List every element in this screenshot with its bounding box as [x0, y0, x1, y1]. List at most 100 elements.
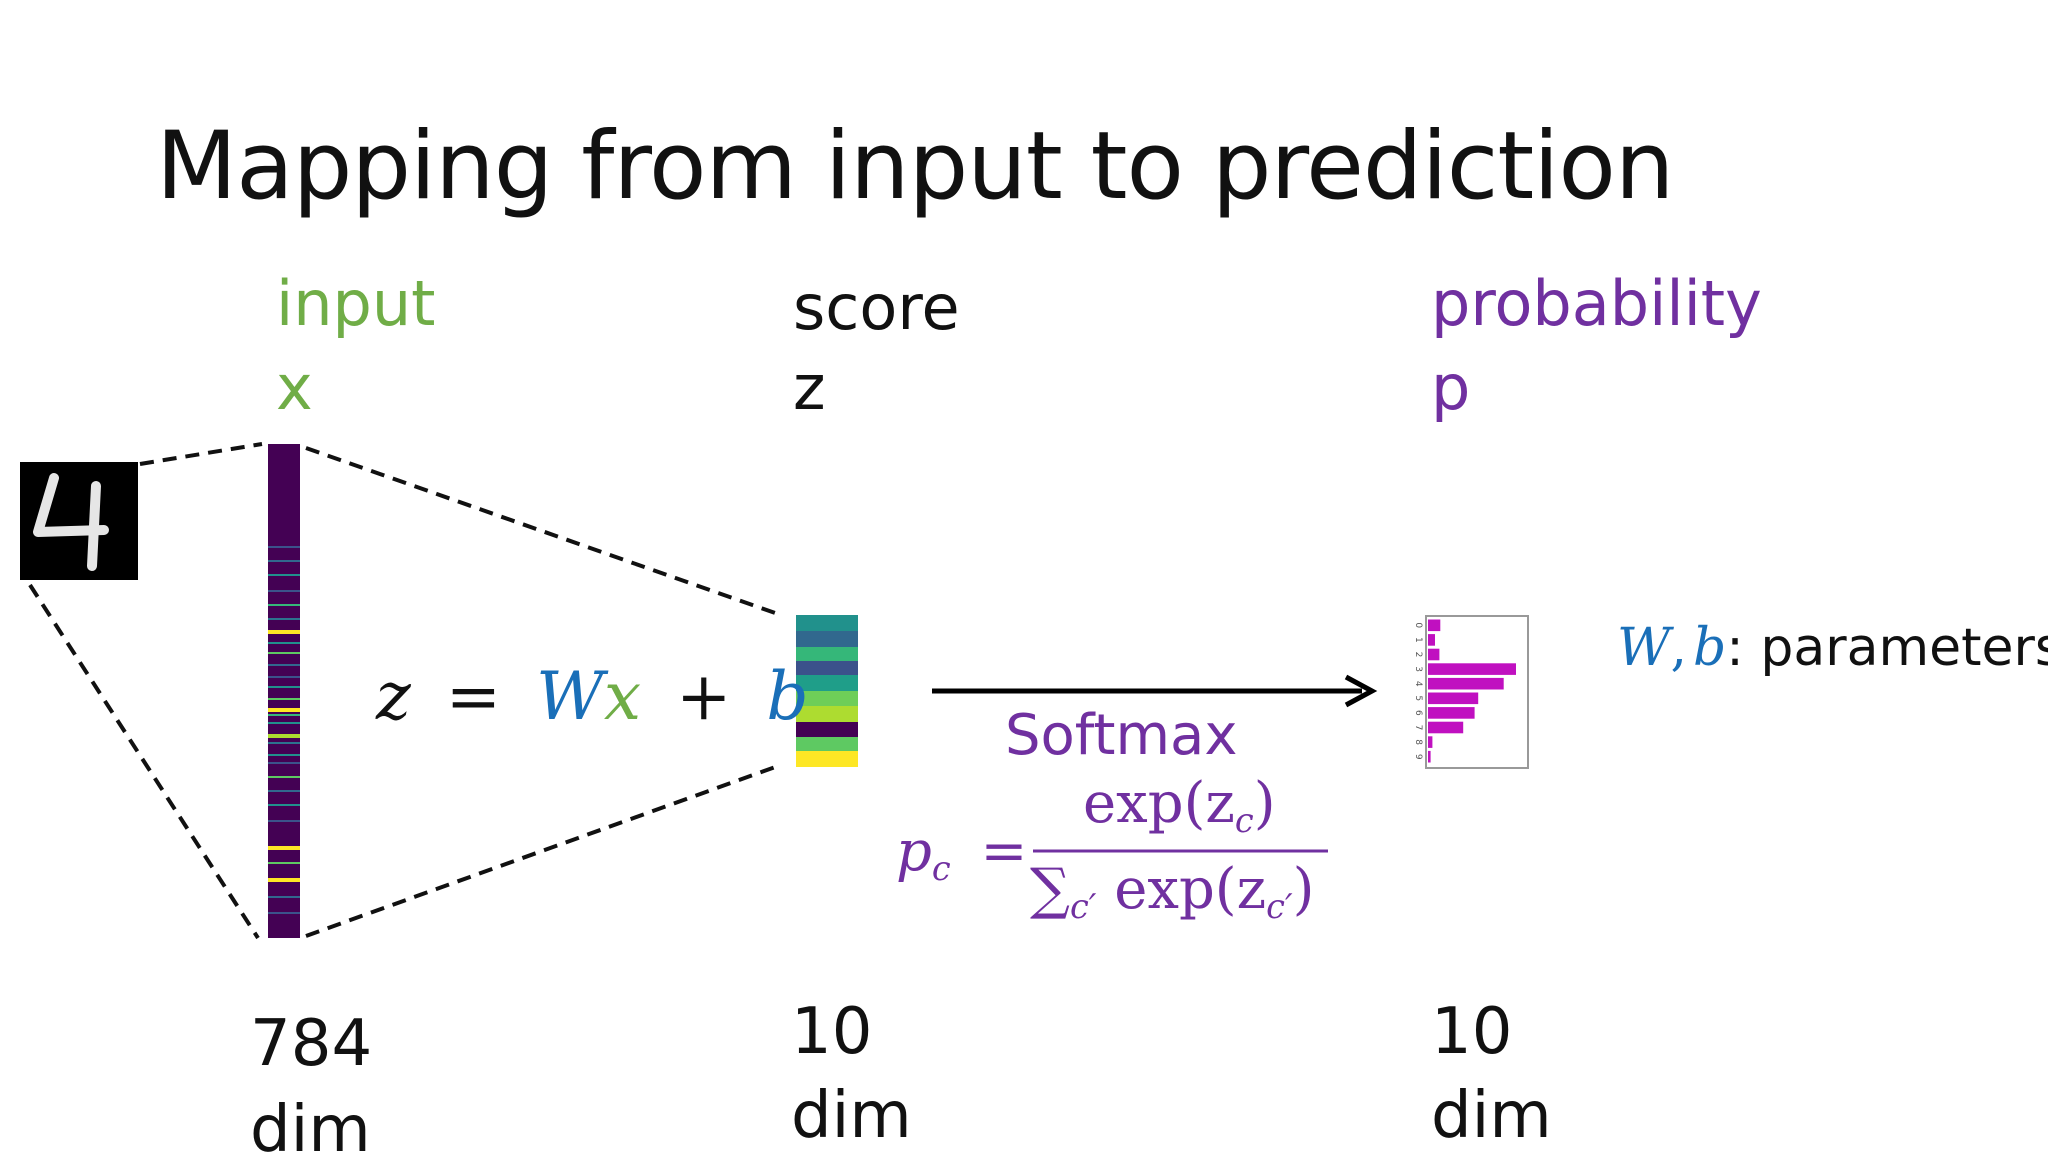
strip-stripe: [268, 546, 300, 548]
softmax-p: p: [896, 819, 932, 884]
probability-tick-label: 7: [1413, 725, 1423, 731]
eq-W: W: [536, 658, 604, 735]
softmax-p-sub: c: [931, 849, 951, 889]
numerator-close: ): [1253, 771, 1276, 836]
param-W: W: [1617, 618, 1671, 678]
strip-stripe: [268, 722, 300, 724]
strip-stripe: [268, 630, 300, 634]
score-dim-unit: dim: [791, 1079, 912, 1153]
probability-tick-label: 3: [1413, 666, 1423, 672]
probability-dim-size: 10: [1431, 995, 1513, 1069]
probability-tick-label: 2: [1413, 652, 1423, 658]
probability-bar: [1428, 648, 1440, 661]
strip-stripe: [268, 574, 300, 576]
probability-bar: [1428, 707, 1475, 719]
strip-stripe: [268, 762, 300, 764]
denominator-exp: exp(z: [1114, 857, 1267, 922]
denominator-sub: c′: [1266, 887, 1293, 927]
denominator-sum-sub: c′: [1069, 887, 1097, 927]
probability-chart: 0 1 2 3 4 5 6 7 8 9: [1413, 615, 1529, 769]
softmax-numerator: exp(zc): [1083, 776, 1276, 838]
dashed-line: [305, 446, 779, 616]
strip-stripe: [268, 776, 300, 778]
input-vector-strip: [268, 444, 300, 938]
denominator-sum: ∑: [1030, 857, 1070, 922]
strip-stripe: [268, 708, 300, 712]
probability-symbol: p: [1431, 351, 1471, 424]
strip-stripe: [268, 862, 300, 864]
probability-tick-label: 9: [1413, 754, 1423, 760]
probability-bar: [1428, 736, 1433, 748]
dashed-line: [28, 583, 260, 940]
param-text: : parameters: [1726, 618, 2048, 678]
dashed-line: [305, 764, 779, 938]
strip-stripe: [268, 698, 300, 700]
input-label: input: [276, 267, 436, 340]
strip-stripe: [268, 878, 300, 882]
probability-bar: [1428, 634, 1435, 646]
strip-stripe: [268, 734, 300, 738]
eq-z: z: [376, 658, 411, 735]
strip-stripe: [268, 604, 300, 606]
chart-frame: [1425, 615, 1529, 769]
numerator-exp: exp(z: [1083, 771, 1235, 836]
softmax-arrow: [932, 674, 1378, 708]
probability-dim-unit: dim: [1431, 1079, 1552, 1153]
strip-stripe: [268, 742, 300, 744]
strip-stripe: [268, 820, 300, 822]
strip-stripe: [268, 642, 300, 644]
probability-tick-label: 8: [1413, 739, 1423, 745]
strip-stripe: [268, 618, 300, 620]
strip-stripe: [268, 664, 300, 666]
score-dim-size: 10: [791, 995, 873, 1069]
eq-x: x: [603, 658, 642, 735]
param-comma: ,: [1670, 618, 1687, 678]
probability-tick-label: 4: [1413, 681, 1423, 687]
probability-label: probability: [1431, 267, 1762, 340]
score-vector: [796, 615, 858, 767]
probability-tick-label: 1: [1413, 637, 1423, 643]
strip-stripe: [268, 846, 300, 850]
dashed-connectors: [28, 442, 779, 940]
parameters-note: W,b: parameters: [1617, 622, 2048, 674]
probability-bar: [1428, 663, 1516, 675]
score-label: score: [793, 271, 960, 344]
probability-bar: [1428, 692, 1479, 705]
strip-stripe: [268, 714, 300, 716]
strip-stripe: [268, 676, 300, 678]
strip-stripe: [268, 686, 300, 688]
score-symbol: z: [793, 351, 826, 424]
strip-stripe: [268, 896, 300, 898]
probability-bar: [1428, 721, 1464, 734]
slide-title: Mapping from input to prediction: [156, 112, 1674, 221]
numerator-sub: c: [1234, 801, 1254, 841]
denominator-close: ): [1292, 857, 1315, 922]
strip-stripe: [268, 804, 300, 806]
eq-equals: =: [445, 658, 502, 735]
strip-stripe: [268, 560, 300, 562]
probability-bar: [1428, 750, 1431, 763]
digit-image: [20, 462, 138, 580]
input-symbol: x: [276, 351, 313, 424]
input-dim-size: 784: [250, 1007, 373, 1081]
dashed-line: [139, 442, 263, 466]
linear-equation: z = Wx + b: [376, 664, 809, 730]
probability-tick-label: 6: [1413, 710, 1423, 716]
eq-plus: +: [676, 658, 732, 735]
softmax-equals: =: [980, 819, 1028, 884]
softmax-label: Softmax: [1005, 703, 1238, 768]
input-dim-unit: dim: [250, 1093, 371, 1167]
strip-stripe: [268, 912, 300, 914]
softmax-lhs: pc =: [896, 824, 1027, 886]
strip-stripe: [268, 754, 300, 756]
strip-stripe: [268, 652, 300, 654]
strip-stripe: [268, 790, 300, 792]
probability-tick-label: 0: [1413, 622, 1423, 628]
probability-bar: [1428, 619, 1441, 632]
eq-b: b: [766, 658, 809, 735]
softmax-denominator: ∑c′ exp(zc′): [1030, 862, 1314, 924]
probability-tick-label: 5: [1413, 695, 1423, 701]
strip-stripe: [268, 590, 300, 592]
probability-bar: [1428, 677, 1504, 690]
